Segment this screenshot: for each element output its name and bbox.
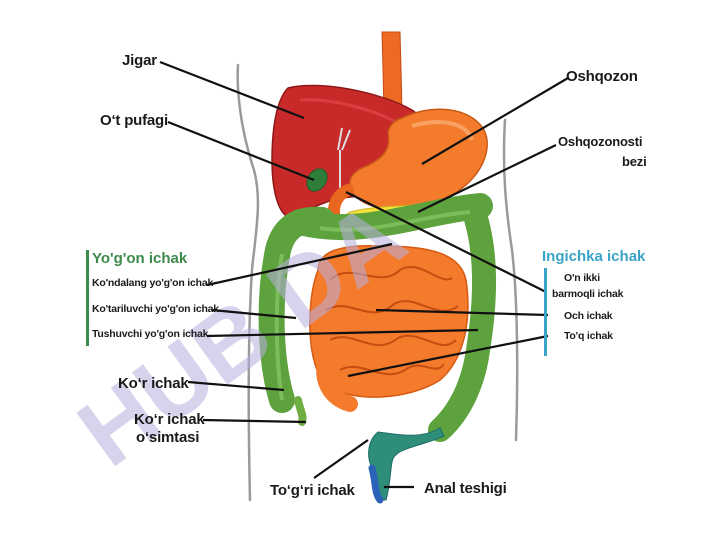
label-transverse-colon: Ko'ndalang yo'g'on ichak	[92, 277, 214, 289]
large-intestine-bracket	[86, 250, 89, 346]
label-cecum: Ko‘r ichak	[118, 375, 189, 392]
label-jejunum: Och ichak	[564, 310, 613, 322]
label-pancreas-line1: Oshqozonosti	[558, 134, 643, 149]
small-intestine-bracket	[544, 268, 547, 356]
leader-lines	[159, 60, 569, 489]
label-duodenum-line1: O'n ikki	[564, 272, 600, 284]
label-pancreas-line2: bezi	[622, 154, 647, 169]
appendix	[294, 396, 307, 426]
label-gallbladder: O‘t pufagi	[100, 112, 168, 129]
label-ascending-colon: Ko'tariluvchi yo'g'on ichak	[92, 303, 219, 315]
large-intestine	[258, 193, 497, 442]
label-rectum: To‘g‘ri ichak	[270, 482, 355, 499]
label-descending-colon: Tushuvchi yo'g'on ichak	[92, 328, 209, 340]
label-stomach: Oshqozon	[566, 68, 638, 85]
small-intestine-title: Ingichka ichak	[542, 248, 646, 265]
body-outline	[236, 63, 519, 502]
large-intestine-title: Yo'g'on ichak	[92, 250, 188, 267]
label-liver: Jigar	[122, 52, 157, 69]
label-appendix-line2: o‘simtasi	[136, 429, 200, 446]
label-appendix-line1: Ko‘r ichak	[134, 411, 205, 428]
gallbladder	[306, 168, 328, 192]
label-ileum: To'q ichak	[564, 330, 613, 342]
label-anus: Anal teshigi	[424, 480, 507, 497]
label-duodenum-line2: barmoqli ichak	[552, 288, 624, 300]
